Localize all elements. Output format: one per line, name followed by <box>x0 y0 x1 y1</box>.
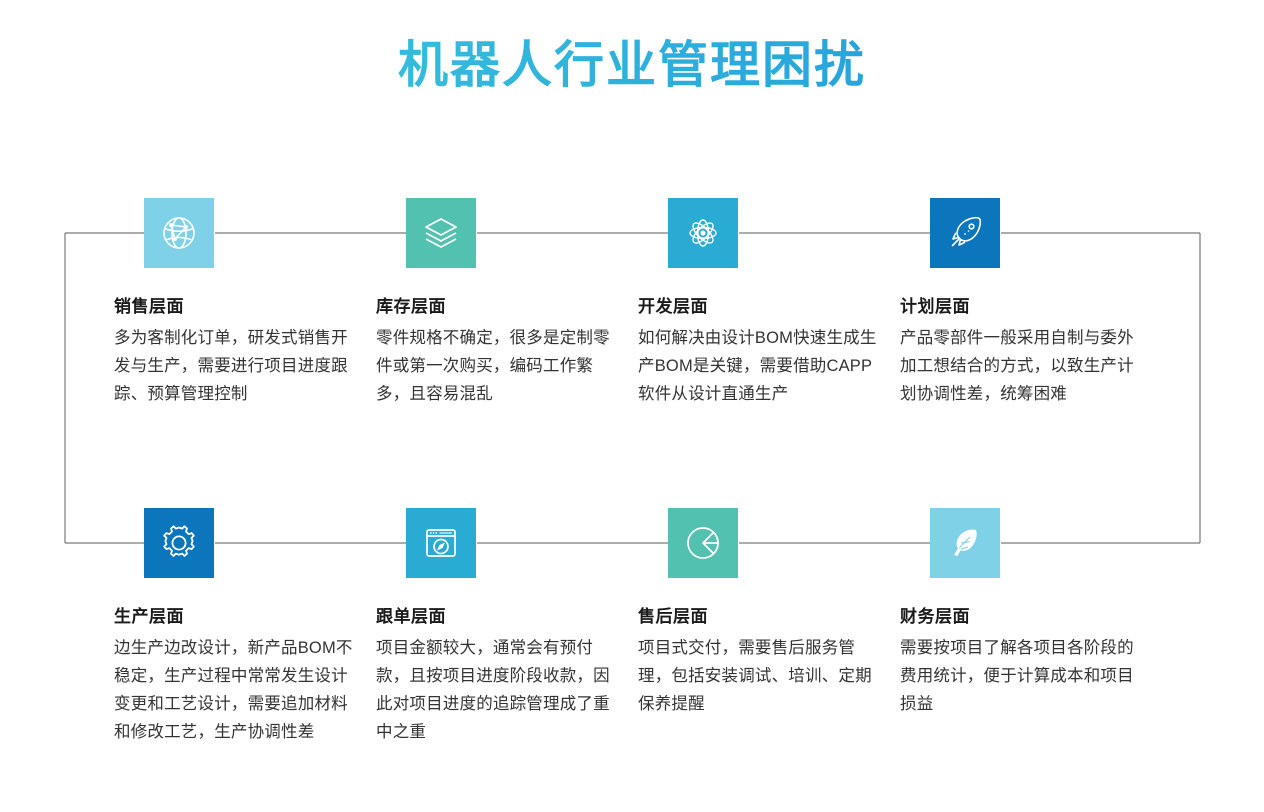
card-title-sales: 销售层面 <box>114 297 184 316</box>
card-body-sales: 多为客制化订单，研发式销售开发与生产，需要进行项目进度跟踪、预算管理控制 <box>114 329 348 403</box>
icon-box-finance <box>930 508 1000 578</box>
icon-box-production <box>144 508 214 578</box>
rocket-icon <box>945 213 985 253</box>
card-order-tracking[interactable]: 跟单层面 项目金额较大，通常会有预付款，且按项目进度阶段收款，因此对项目进度的追… <box>376 508 626 746</box>
globe-network-icon <box>159 213 199 253</box>
card-title-inventory: 库存层面 <box>376 297 446 316</box>
gear-icon <box>158 522 200 564</box>
card-title-production: 生产层面 <box>114 607 184 626</box>
card-development[interactable]: 开发层面 如何解决由设计BOM快速生成生产BOM是关键，需要借助CAPP软件从设… <box>638 198 888 408</box>
pie-chart-icon <box>682 522 724 564</box>
card-title-finance: 财务层面 <box>900 607 970 626</box>
card-title-order-tracking: 跟单层面 <box>376 607 446 626</box>
card-inventory[interactable]: 库存层面 零件规格不确定，很多是定制零件或第一次购买，编码工作繁多，且容易混乱 <box>376 198 626 408</box>
card-body-production: 边生产边改设计，新产品BOM不稳定，生产过程中常常发生设计变更和工艺设计，需要追… <box>114 639 353 741</box>
layers-stack-icon <box>421 213 461 253</box>
icon-box-inventory <box>406 198 476 268</box>
feather-icon <box>945 523 985 563</box>
card-sales[interactable]: 销售层面 多为客制化订单，研发式销售开发与生产，需要进行项目进度跟踪、预算管理控… <box>114 198 364 408</box>
card-body-inventory: 零件规格不确定，很多是定制零件或第一次购买，编码工作繁多，且容易混乱 <box>376 329 610 403</box>
browser-compass-icon <box>421 523 461 563</box>
card-body-after-sales: 项目式交付，需要售后服务管理，包括安装调试、培训、定期保养提醒 <box>638 639 872 713</box>
icon-box-planning <box>930 198 1000 268</box>
card-finance[interactable]: 财务层面 需要按项目了解各项目各阶段的费用统计，便于计算成本和项目损益 <box>900 508 1150 718</box>
card-body-planning: 产品零部件一般采用自制与委外加工想结合的方式，以致生产计划协调性差，统筹困难 <box>900 329 1134 403</box>
icon-box-development <box>668 198 738 268</box>
page-title: 机器人行业管理困扰 <box>0 34 1264 96</box>
card-production[interactable]: 生产层面 边生产边改设计，新产品BOM不稳定，生产过程中常常发生设计变更和工艺设… <box>114 508 364 746</box>
card-title-after-sales: 售后层面 <box>638 607 708 626</box>
card-body-development: 如何解决由设计BOM快速生成生产BOM是关键，需要借助CAPP软件从设计直通生产 <box>638 329 877 403</box>
card-body-order-tracking: 项目金额较大，通常会有预付款，且按项目进度阶段收款，因此对项目进度的追踪管理成了… <box>376 639 610 741</box>
card-body-finance: 需要按项目了解各项目各阶段的费用统计，便于计算成本和项目损益 <box>900 639 1134 713</box>
icon-box-order-tracking <box>406 508 476 578</box>
icon-box-after-sales <box>668 508 738 578</box>
icon-box-sales <box>144 198 214 268</box>
atom-icon <box>683 213 723 253</box>
card-title-planning: 计划层面 <box>900 297 970 316</box>
card-title-development: 开发层面 <box>638 297 708 316</box>
card-after-sales[interactable]: 售后层面 项目式交付，需要售后服务管理，包括安装调试、培训、定期保养提醒 <box>638 508 888 718</box>
card-planning[interactable]: 计划层面 产品零部件一般采用自制与委外加工想结合的方式，以致生产计划协调性差，统… <box>900 198 1150 408</box>
